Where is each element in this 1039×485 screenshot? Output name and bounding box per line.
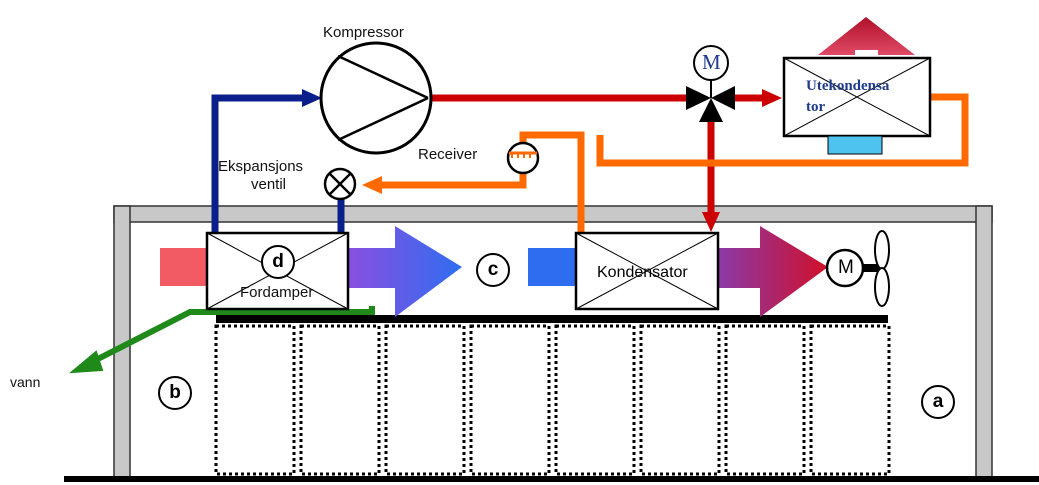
rack-2 (299, 324, 381, 476)
expansion-valve-label-line2: ventil (251, 176, 287, 193)
rack-4 (469, 324, 551, 476)
three-way-valve (686, 45, 735, 122)
outdoor-arrowhead (762, 89, 782, 107)
fan-motor-label: M (838, 257, 854, 278)
condenser (574, 231, 720, 311)
air-block-before-condenser (528, 248, 578, 286)
air-arrow-after-condenser (718, 226, 828, 317)
air-flow (160, 226, 828, 317)
expansion-arrowhead (362, 176, 382, 194)
rack-8 (809, 324, 891, 476)
zone-d-badge: d (261, 245, 295, 279)
air-arrow-after-evaporator (348, 226, 462, 317)
receiver (506, 141, 540, 175)
water-arrowhead (68, 350, 104, 374)
compressor-body (319, 41, 433, 155)
outdoor-condenser-label-line1: Utekondensa (806, 78, 890, 94)
room-roof (113, 205, 993, 223)
zone-a-badge: a (921, 385, 955, 419)
receiver-liquid-line (519, 131, 585, 233)
suction-line (211, 94, 302, 233)
rack-1 (214, 324, 296, 476)
zone-c-badge: c (476, 253, 510, 287)
fan-blade-bottom (874, 267, 890, 307)
drying-racks (214, 324, 891, 476)
valve-motor-symbol (693, 45, 729, 81)
expansion-valve (323, 167, 357, 201)
valve-motor-label: M (702, 50, 721, 74)
condenser-label: Kondensator (597, 264, 688, 281)
water-label: vann (10, 374, 41, 390)
compressor (319, 41, 433, 155)
suction-arrowhead (302, 89, 322, 107)
heat-rejection-arrow (818, 17, 915, 55)
rack-5 (554, 324, 636, 476)
rack-6 (639, 324, 721, 476)
room-right-wall (975, 205, 993, 479)
rack-3 (384, 324, 466, 476)
receiver-label: Receiver (418, 146, 478, 163)
floor-line (64, 476, 1039, 482)
water-drain-line (86, 306, 375, 367)
receiver-to-expansion (380, 172, 527, 189)
air-inlet-block (160, 248, 210, 286)
evaporator-label: Fordamper (240, 284, 314, 301)
outdoor-condenser (782, 17, 932, 155)
piping (68, 89, 969, 374)
outdoor-condenser-label-line2: tor (806, 99, 826, 115)
fan (825, 230, 890, 307)
shelf-plate (216, 315, 888, 323)
expansion-valve-label-line1: Ekspansjons (218, 158, 304, 175)
outdoor-condenser-base (827, 135, 883, 155)
compressor-label: Kompressor (323, 24, 404, 41)
fan-blade-top (874, 230, 890, 270)
rack-7 (724, 324, 806, 476)
condenser-arrowhead (702, 212, 720, 232)
zone-b-badge: b (158, 376, 192, 410)
outdoor-liquid-return (596, 93, 969, 167)
